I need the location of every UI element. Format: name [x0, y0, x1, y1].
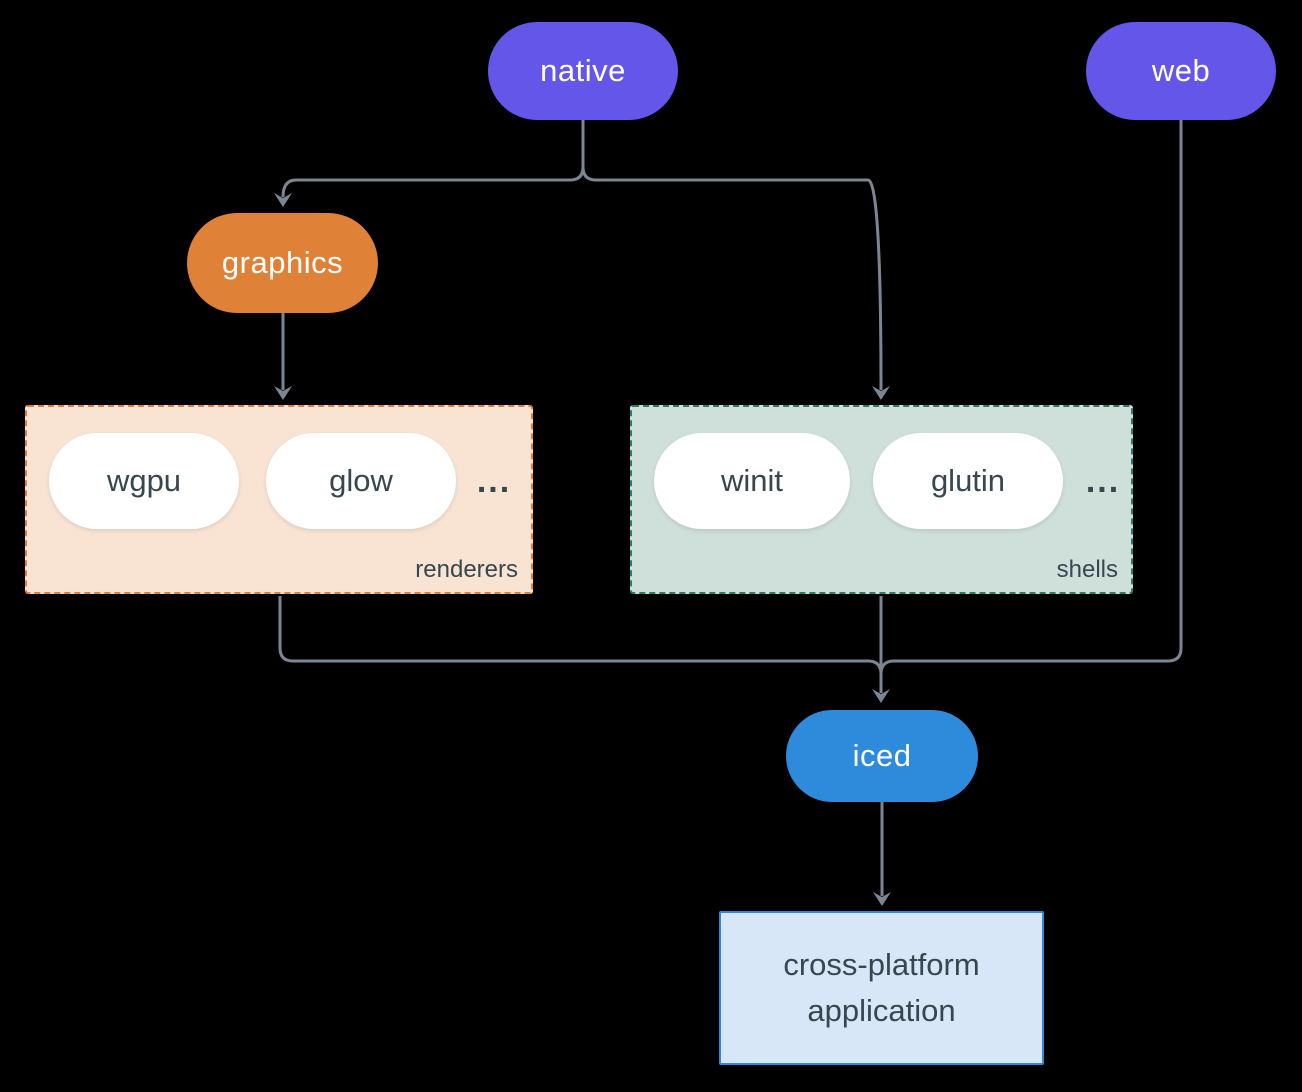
node-cross-platform-application: cross-platform application: [719, 911, 1044, 1065]
shells-ellipsis: ...: [1085, 461, 1121, 500]
node-glutin-label: glutin: [930, 463, 1006, 498]
node-graphics: graphics: [187, 213, 378, 313]
arrowhead: [872, 689, 890, 703]
edge-native-shells: [581, 120, 883, 391]
node-wgpu-label: wgpu: [106, 463, 182, 498]
app-label-line2: application: [807, 993, 956, 1028]
node-glow-label: glow: [329, 463, 393, 498]
node-native: native: [488, 22, 678, 120]
arrowhead: [873, 892, 891, 906]
app-label-line1: cross-platform: [783, 947, 980, 982]
arrowhead: [872, 386, 890, 400]
node-winit: winit: [654, 433, 850, 529]
node-web-label: web: [1151, 53, 1211, 88]
node-web: web: [1086, 22, 1276, 120]
group-shells: winit glutin ... shells: [630, 405, 1133, 594]
node-native-label: native: [540, 53, 626, 88]
edge-native-graphics: [281, 120, 585, 198]
shells-group-label: shells: [1056, 556, 1118, 583]
arrowhead: [274, 386, 292, 400]
node-glutin: glutin: [873, 433, 1063, 529]
node-iced-label: iced: [852, 738, 912, 773]
node-iced: iced: [786, 710, 978, 802]
node-winit-label: winit: [720, 463, 783, 498]
node-wgpu: wgpu: [49, 433, 239, 529]
renderers-group-label: renderers: [415, 556, 518, 583]
renderers-ellipsis: ...: [476, 461, 512, 500]
node-graphics-label: graphics: [221, 245, 344, 280]
node-glow: glow: [266, 433, 456, 529]
group-renderers: wgpu glow ... renderers: [25, 405, 533, 594]
arrowhead: [274, 193, 292, 207]
edge-renderers-iced: [278, 596, 883, 675]
